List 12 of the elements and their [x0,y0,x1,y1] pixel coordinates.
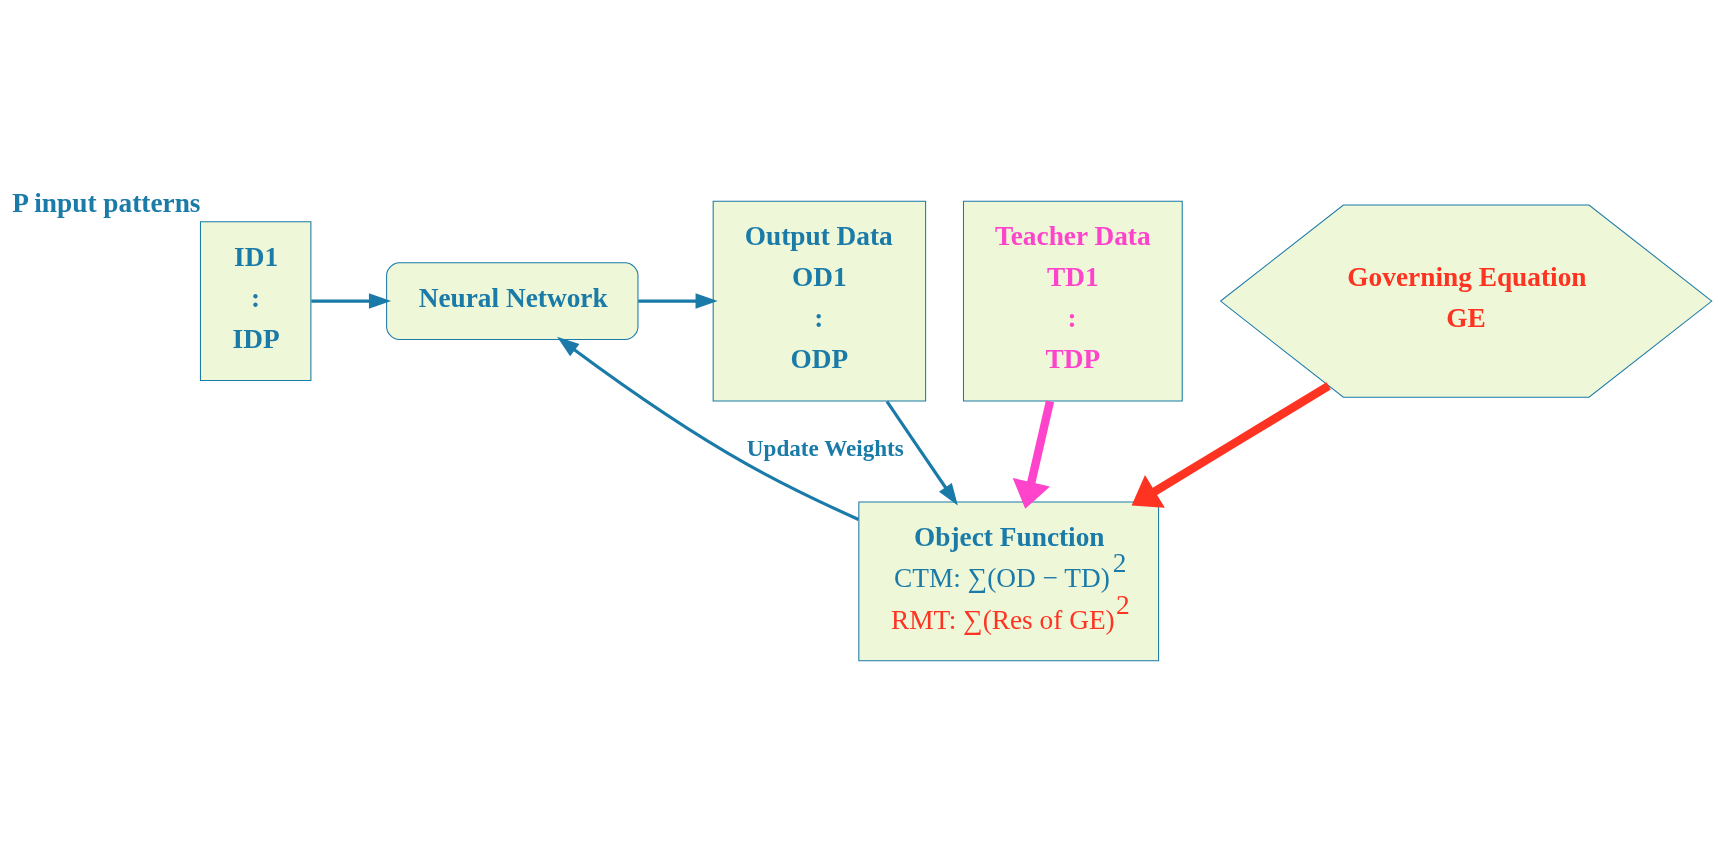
arrow [1012,399,1055,509]
node-box: Output Data OD1 : ODP [712,200,927,402]
arrow [1131,381,1331,508]
arrow [557,336,860,521]
arrow [638,292,718,309]
arrow [885,400,958,506]
node-box: ID1 : IDP [199,220,312,381]
arrow [311,292,392,309]
node-label: P input patterns [12,187,201,218]
node-box: Neural Network [386,261,639,340]
edge-label: Update Weights [746,434,904,461]
node-box: Teacher Data TD1 : TDP [962,200,1183,402]
